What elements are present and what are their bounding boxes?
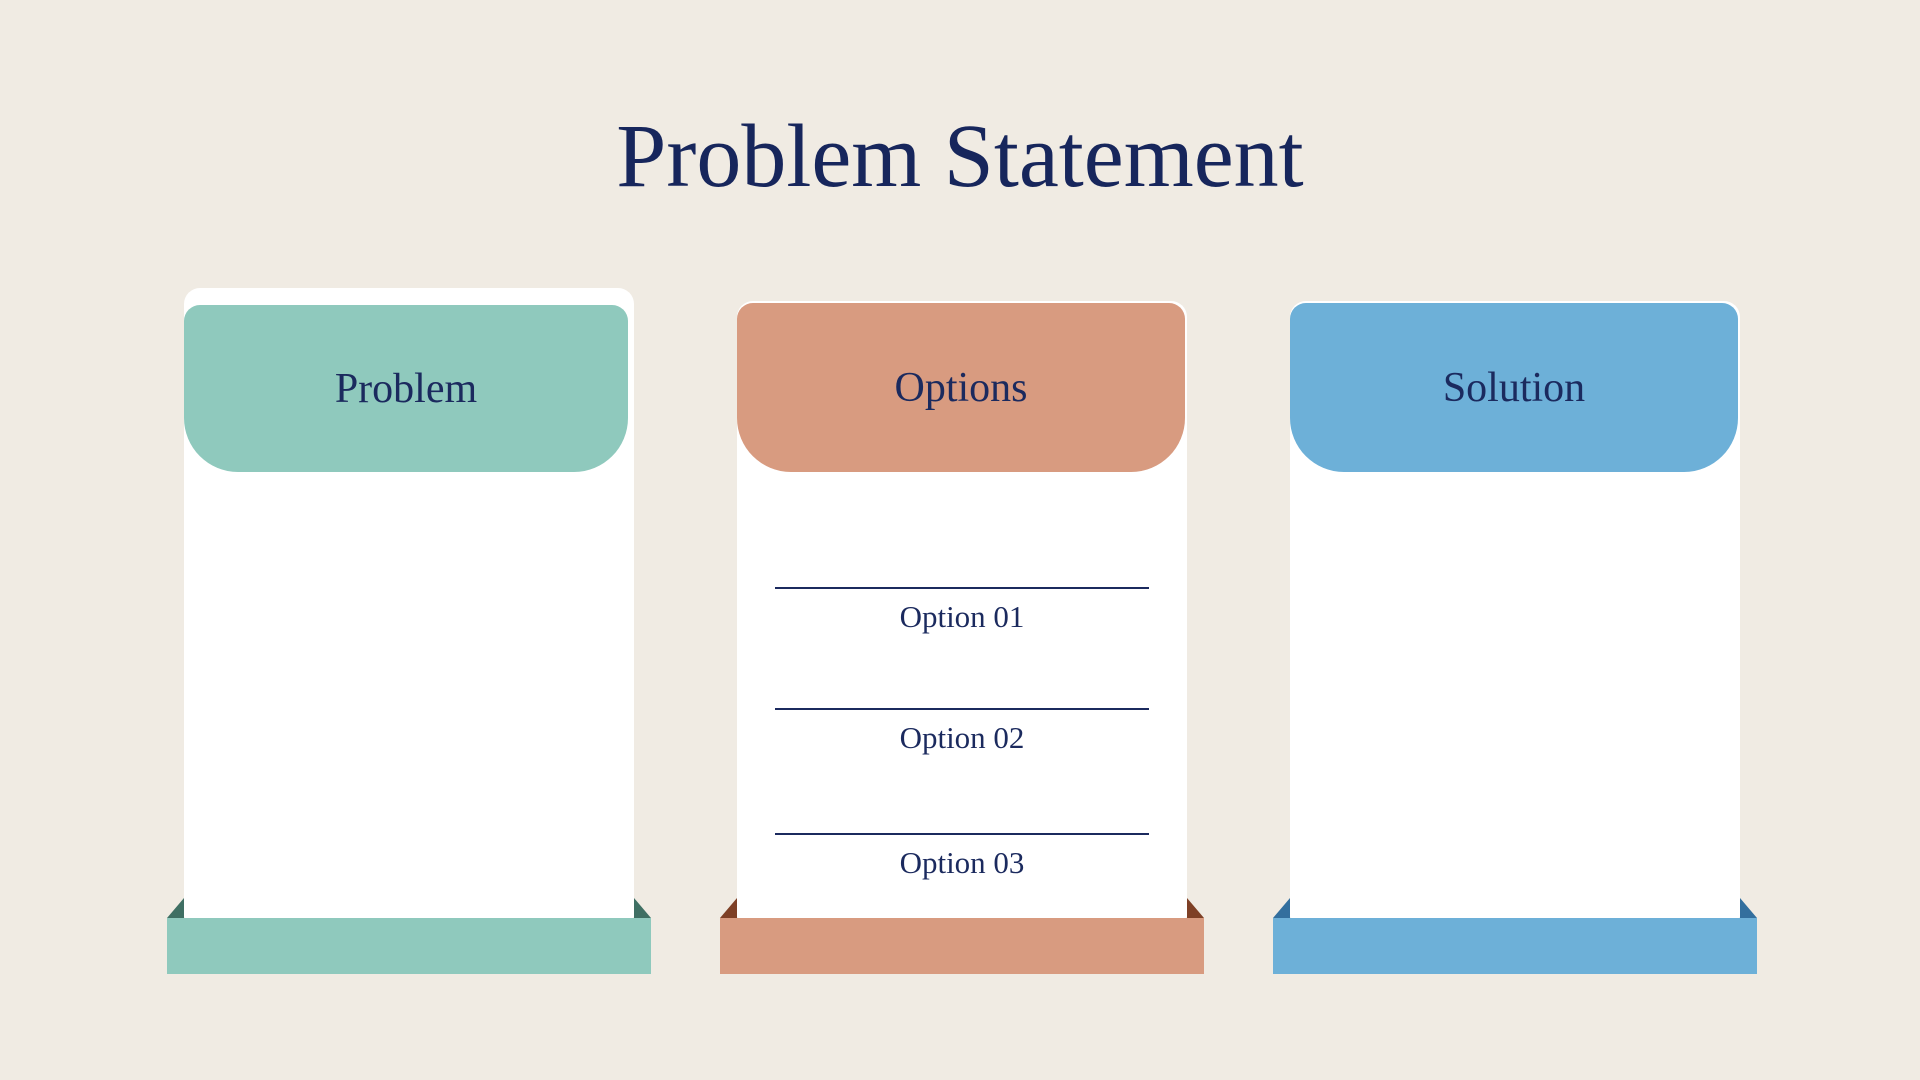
card-footer [720, 918, 1204, 974]
card-header: Solution [1290, 303, 1738, 472]
option-row: Option 02 [775, 708, 1149, 756]
card-header: Options [737, 303, 1185, 472]
footer-fold-right [634, 898, 651, 918]
card-problem: Problem [167, 288, 651, 978]
footer-fold-left [1273, 898, 1290, 918]
option-label: Option 02 [899, 720, 1025, 755]
card-header-label: Problem [334, 365, 478, 412]
option-row: Option 01 [775, 587, 1149, 635]
option-label: Option 03 [899, 845, 1025, 880]
footer-fold-right [1740, 898, 1757, 918]
option-label: Option 01 [899, 599, 1025, 634]
card-header-label: Solution [1442, 364, 1586, 411]
footer-fold-left [167, 898, 184, 918]
option-row: Option 03 [775, 833, 1149, 881]
slide-title: Problem Statement [616, 107, 1304, 206]
card-footer [1273, 918, 1757, 974]
card-footer [167, 918, 651, 974]
card-header: Problem [184, 305, 628, 472]
footer-fold-left [720, 898, 737, 918]
card-options: Options Option 01 Option 02 Option 03 [720, 288, 1204, 978]
card-solution: Solution [1273, 288, 1757, 978]
footer-fold-right [1187, 898, 1204, 918]
card-header-label: Options [894, 364, 1028, 411]
